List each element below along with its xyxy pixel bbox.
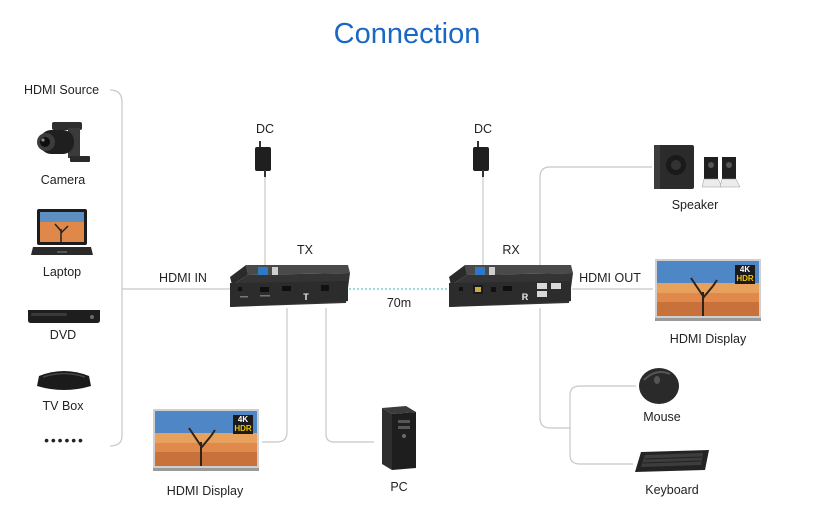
pc-label: PC (390, 480, 408, 494)
tx-badge: T (303, 292, 309, 302)
rx-dc-label: DC (473, 122, 493, 136)
distance-label: 70m (386, 296, 412, 310)
source-header: HDMI Source (24, 83, 100, 97)
rx-power-adapter-icon (473, 141, 489, 177)
tx-dc-label: DC (255, 122, 275, 136)
pc-tower-icon (382, 406, 416, 470)
rx-label: RX (502, 243, 520, 257)
tx-unit (230, 265, 350, 307)
source-label-dvd: DVD (49, 328, 77, 342)
4k-hdr-badge: 4K HDR (735, 265, 755, 284)
mouse-icon (639, 368, 679, 404)
source-label-camera: Camera (40, 173, 86, 187)
rx-display-label: HDMI Display (669, 332, 747, 346)
badge-4k-text: 4K (237, 415, 249, 424)
tx-label: TX (297, 243, 313, 257)
camera-icon (37, 122, 90, 162)
badge-hdr-text: HDR (234, 424, 252, 433)
speaker-icon (654, 145, 741, 189)
badge-hdr-text: HDR (736, 274, 754, 283)
rx-badge: R (521, 292, 529, 302)
tx-display-label: HDMI Display (166, 484, 244, 498)
page-title: Connection (333, 18, 481, 50)
tx-power-adapter-icon (255, 141, 271, 177)
badge-4k-text: 4K (739, 265, 751, 274)
more-sources: • • • • • • (44, 432, 83, 448)
dvd-player-icon (28, 310, 100, 323)
tx-hdmi-display: 4K HDR (153, 408, 259, 472)
speaker-label: Speaker (671, 198, 719, 212)
hdmi-in-label: HDMI IN (159, 271, 207, 285)
tv-screen-icon (655, 259, 761, 321)
rx-unit (449, 265, 573, 307)
hdmi-out-label: HDMI OUT (579, 271, 641, 285)
source-label-tvbox: TV Box (42, 399, 84, 413)
rx-hdmi-display: 4K HDR (655, 258, 761, 322)
tv-box-icon (37, 371, 91, 390)
keyboard-icon (635, 450, 709, 472)
4k-hdr-badge: 4K HDR (233, 415, 253, 434)
mouse-label: Mouse (643, 410, 681, 424)
keyboard-label: Keyboard (645, 483, 699, 497)
laptop-icon (31, 209, 93, 255)
source-label-laptop: Laptop (42, 265, 82, 279)
